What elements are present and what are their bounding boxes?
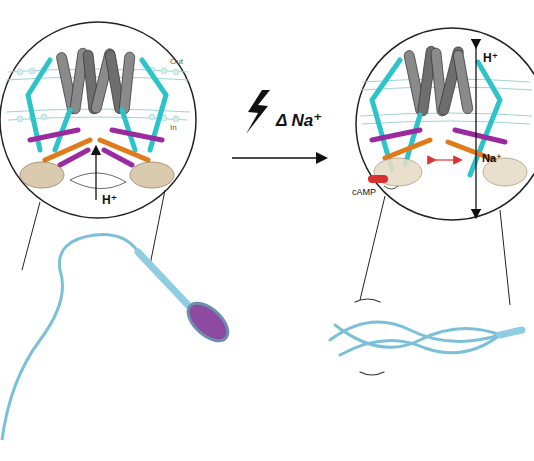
- right-sperm: [330, 299, 522, 375]
- membrane-side-label: Out: [170, 58, 183, 67]
- stimulus-label: Δ Na⁺: [276, 112, 322, 131]
- lightning-bolt: [246, 90, 270, 134]
- right-zoom: [356, 28, 534, 220]
- membrane-side-label: In: [170, 124, 177, 133]
- molecule-label: cAMP: [352, 188, 376, 198]
- ion-label: H⁺: [102, 194, 117, 207]
- ion-label: H⁺: [483, 52, 498, 65]
- transition-arrow: [232, 157, 322, 159]
- left-zoom: [0, 22, 196, 218]
- left-sperm: [2, 235, 235, 440]
- ion-label: Na⁺: [482, 152, 502, 164]
